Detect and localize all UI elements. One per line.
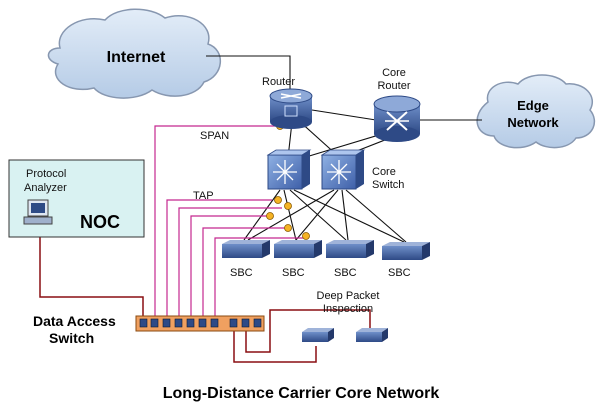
workstation-icon — [23, 199, 53, 225]
sbc-appliance-icon — [326, 240, 374, 258]
tap-point — [284, 224, 292, 232]
router-label: Router — [262, 76, 295, 88]
data-access-switch-label-line1: Data Access — [33, 313, 116, 329]
edge-network-label-line1: Edge — [517, 98, 549, 113]
multilayer-switch-icon — [266, 149, 312, 190]
tap-span-links — [154, 125, 306, 318]
core-switch-label-line1: Core — [372, 166, 396, 178]
sbc-label: SBC — [334, 267, 357, 279]
data-access-switch-label-line2: Switch — [49, 330, 94, 346]
dpi-appliance-icon — [302, 328, 334, 342]
core-switch-label-line2: Switch — [372, 179, 404, 191]
backbone-links — [206, 55, 482, 243]
dpi-appliance-icon — [356, 328, 388, 342]
sbc-label: SBC — [230, 267, 253, 279]
dpi-label-line1: Deep Packet — [317, 290, 380, 302]
internet-label: Internet — [107, 49, 166, 66]
protocol-analyzer-label-line2: Analyzer — [24, 182, 67, 194]
edge-network-label-line2: Network — [507, 115, 559, 130]
diagram-title: Long-Distance Carrier Core Network — [163, 385, 440, 402]
protocol-analyzer-label-line1: Protocol — [26, 168, 66, 180]
sbc-label: SBC — [388, 267, 411, 279]
core-router-label-line1: Core — [382, 67, 406, 79]
tap-points — [266, 122, 310, 240]
sbc-appliance-icon — [382, 242, 430, 260]
tap-label: TAP — [193, 190, 214, 202]
core-router-label-line2: Router — [377, 80, 410, 92]
sbc-label: SBC — [282, 267, 305, 279]
router-icon — [269, 88, 313, 129]
dpi-label-line2: Inspection — [323, 303, 373, 315]
sbc-appliance-icon — [222, 240, 270, 258]
tap-point — [266, 212, 274, 220]
multilayer-switch-icon — [320, 149, 366, 190]
edge-network-cloud — [476, 74, 596, 149]
tap-point — [274, 196, 282, 204]
core-router-icon — [373, 95, 421, 142]
noc-label: NOC — [80, 212, 120, 232]
tap-point — [302, 232, 310, 240]
internet-cloud — [47, 8, 222, 99]
analyzer-links — [39, 226, 371, 363]
sbc-appliance-icon — [274, 240, 322, 258]
data-access-switch — [135, 315, 265, 332]
tap-point — [284, 202, 292, 210]
span-label: SPAN — [200, 130, 229, 142]
